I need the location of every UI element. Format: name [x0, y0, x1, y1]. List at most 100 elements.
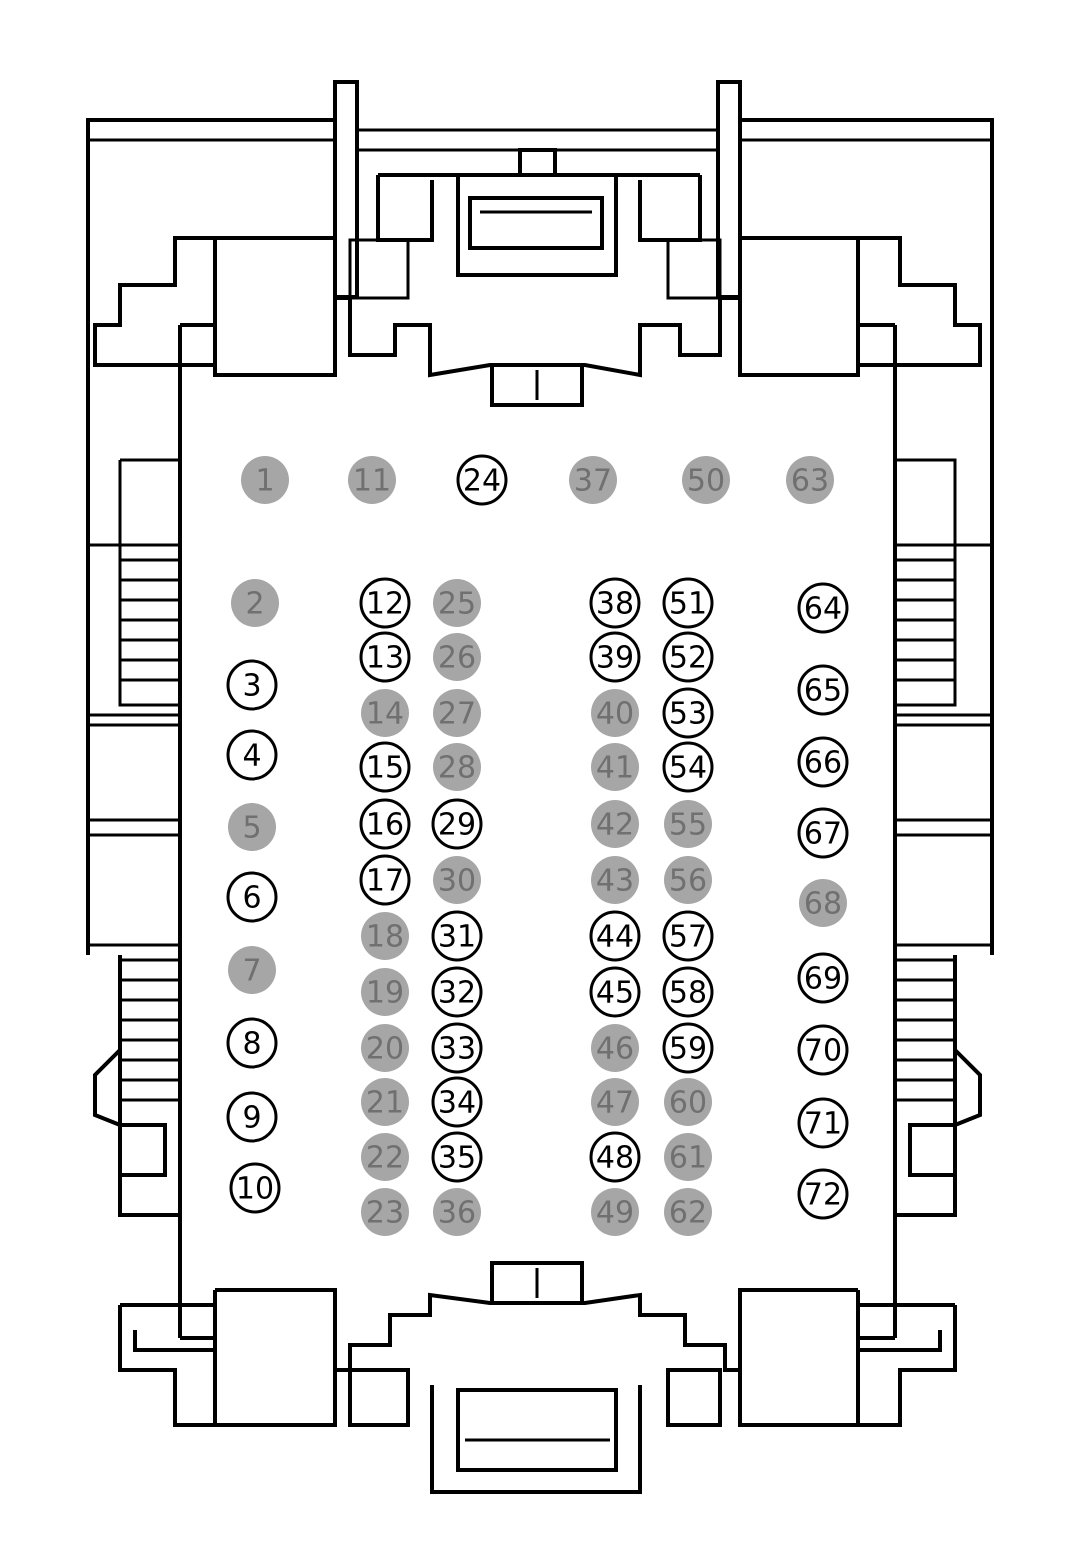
pin-open-marker — [797, 1168, 849, 1220]
pin-cavity: 25 — [433, 579, 481, 627]
pin-number-label: 20 — [366, 1032, 404, 1067]
pin-number-label: 10 — [236, 1172, 274, 1207]
pin-cavity: 41 — [591, 743, 639, 791]
pin-number-label: 40 — [596, 697, 634, 732]
pin-cavity: 12 — [359, 577, 411, 629]
pin-open-marker — [662, 687, 714, 739]
pin-number-label: 34 — [438, 1086, 476, 1121]
pin-open-marker — [797, 1024, 849, 1076]
pin-number-label: 33 — [438, 1032, 476, 1067]
pin-open-marker — [797, 736, 849, 788]
pin-occupied-marker — [433, 856, 481, 904]
pin-cavity: 46 — [591, 1024, 639, 1072]
pin-occupied-marker — [591, 1188, 639, 1236]
pin-number-label: 54 — [669, 751, 707, 786]
pin-occupied-marker — [591, 1024, 639, 1072]
pin-number-label: 45 — [596, 976, 634, 1011]
pin-occupied-marker — [361, 1133, 409, 1181]
pin-open-marker — [589, 966, 641, 1018]
pin-open-marker — [797, 582, 849, 634]
pin-number-label: 68 — [804, 887, 842, 922]
pin-occupied-marker — [664, 1133, 712, 1181]
pin-number-label: 11 — [353, 464, 391, 499]
bottom-latch-body — [456, 1388, 618, 1472]
pin-number-label: 21 — [366, 1086, 404, 1121]
right-rib-stack — [895, 558, 955, 1102]
pin-cavity: 32 — [431, 966, 483, 1018]
pin-number-label: 37 — [574, 464, 612, 499]
pin-cavity: 4 — [226, 729, 278, 781]
pin-cavity: 60 — [664, 1078, 712, 1126]
pin-cavity: 70 — [797, 1024, 849, 1076]
pin-number-label: 3 — [242, 669, 261, 704]
pin-number-label: 15 — [366, 751, 404, 786]
pin-number-label: 6 — [242, 881, 261, 916]
pin-cavity: 27 — [433, 689, 481, 737]
pin-open-marker — [431, 910, 483, 962]
top-latch-body — [456, 173, 618, 277]
pin-cavity: 63 — [786, 456, 834, 504]
pin-occupied-marker — [361, 968, 409, 1016]
left-lower-latch — [93, 955, 180, 1217]
pin-open-marker — [662, 966, 714, 1018]
pin-occupied-marker — [348, 456, 396, 504]
pin-cavity: 15 — [359, 741, 411, 793]
pin-occupied-marker — [682, 456, 730, 504]
pin-open-marker — [226, 1017, 278, 1069]
pin-occupied-marker — [799, 879, 847, 927]
pin-cavity: 11 — [348, 456, 396, 504]
pin-cavity: 8 — [226, 1017, 278, 1069]
pin-cavity: 49 — [591, 1188, 639, 1236]
pin-number-label: 5 — [242, 811, 261, 846]
pin-occupied-marker — [591, 743, 639, 791]
pin-open-marker — [662, 577, 714, 629]
left-side-rails — [88, 458, 180, 947]
pin-cavity: 58 — [662, 966, 714, 1018]
pin-cavity: 2 — [231, 579, 279, 627]
pin-number-label: 51 — [669, 587, 707, 622]
connector-housing-outline — [86, 80, 994, 1494]
pin-cavity: 68 — [799, 879, 847, 927]
pin-number-label: 18 — [366, 920, 404, 955]
pin-number-label: 63 — [791, 464, 829, 499]
pin-occupied-marker — [241, 456, 289, 504]
pin-open-marker — [589, 631, 641, 683]
pin-number-label: 30 — [438, 864, 476, 899]
pin-cavity: 30 — [433, 856, 481, 904]
pin-number-label: 12 — [366, 587, 404, 622]
top-center-tab — [518, 148, 557, 177]
pin-number-label: 48 — [596, 1141, 634, 1176]
pin-number-label: 56 — [669, 864, 707, 899]
pin-number-label: 2 — [245, 587, 264, 622]
pin-open-marker — [431, 966, 483, 1018]
pin-open-marker — [662, 631, 714, 683]
pin-open-marker — [229, 1162, 281, 1214]
pin-number-label: 19 — [366, 976, 404, 1011]
pin-cavity: 36 — [433, 1188, 481, 1236]
pin-open-marker — [431, 1076, 483, 1128]
pin-cavity: 53 — [662, 687, 714, 739]
pin-number-label: 42 — [596, 808, 634, 843]
pin-occupied-marker — [361, 689, 409, 737]
pin-open-marker — [797, 807, 849, 859]
pin-number-label: 57 — [669, 920, 707, 955]
pin-cavity: 69 — [797, 952, 849, 1004]
pin-occupied-marker — [591, 1078, 639, 1126]
pin-cavity: 51 — [662, 577, 714, 629]
pin-number-label: 7 — [242, 954, 261, 989]
top-inner-profile — [180, 236, 895, 378]
pin-number-label: 39 — [596, 641, 634, 676]
pin-number-label: 35 — [438, 1141, 476, 1176]
pin-number-label: 69 — [804, 962, 842, 997]
pin-occupied-marker — [664, 1078, 712, 1126]
pin-occupied-marker — [433, 579, 481, 627]
pin-cavity: 24 — [456, 454, 508, 506]
top-key-tab — [490, 363, 584, 407]
pin-number-label: 64 — [804, 592, 842, 627]
pin-occupied-marker — [569, 456, 617, 504]
pin-number-label: 23 — [366, 1196, 404, 1231]
left-rib-stack — [120, 558, 180, 1102]
pin-occupied-marker — [591, 689, 639, 737]
pin-occupied-marker — [361, 1024, 409, 1072]
